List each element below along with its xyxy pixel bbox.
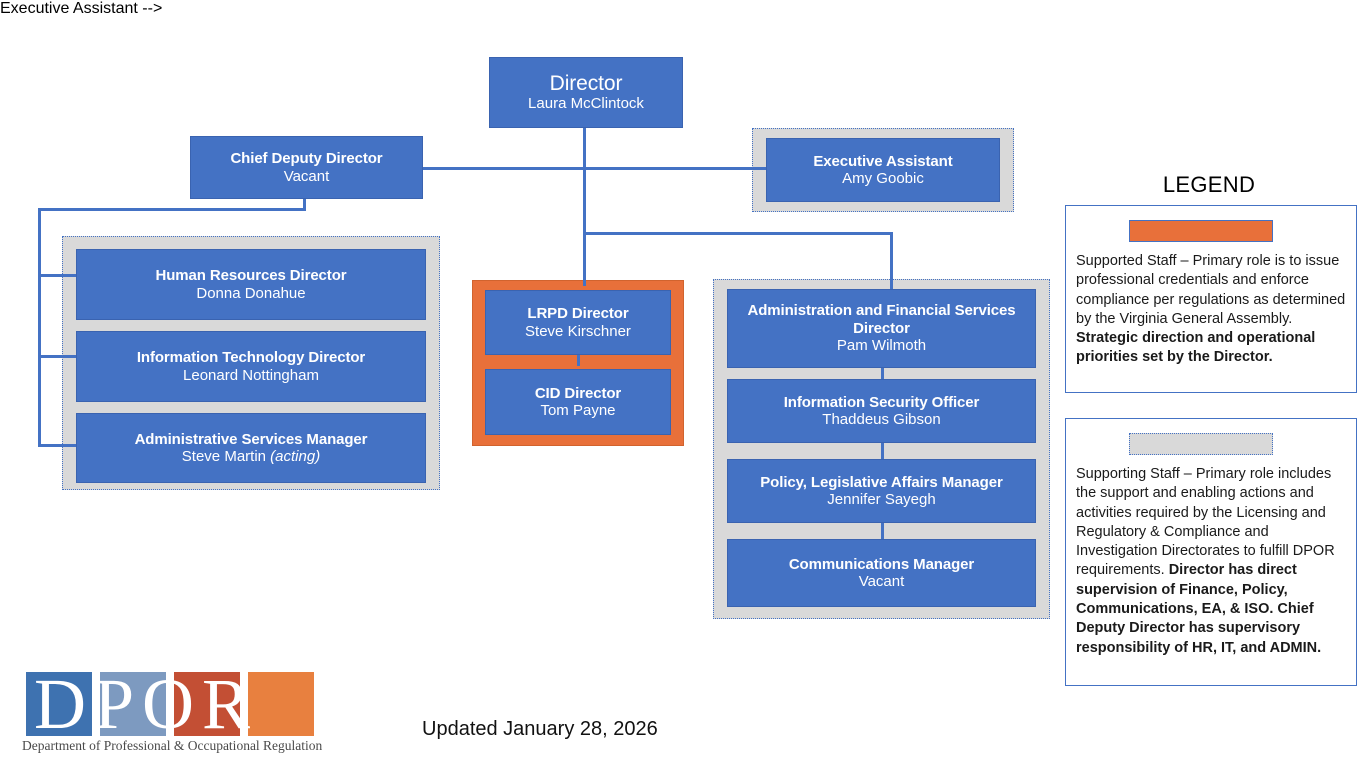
legend-title: LEGEND [1162, 172, 1256, 197]
node-chief-deputy-director-title: Chief Deputy Director [230, 150, 383, 168]
node-policy-legislative-affairs-manager-name: Jennifer Sayegh [827, 491, 936, 508]
node-information-technology-director-title: Information Technology Director [136, 349, 366, 367]
legend-card-supported-staff: Supported Staff – Primary role is to iss… [1065, 205, 1357, 393]
node-policy-legislative-affairs-manager[interactable]: Policy, Legislative Affairs Manager Jenn… [727, 459, 1036, 523]
connector-cdd-spine-vertical [38, 208, 41, 447]
connector-director-peer-row [422, 167, 770, 170]
dpor-logo: DPOR Department of Professional & Occupa… [22, 668, 323, 760]
dpor-logo-tile-o [174, 672, 240, 736]
connector-branch-it [38, 355, 78, 358]
node-lrpd-director[interactable]: LRPD Director Steve Kirschner [485, 290, 671, 355]
node-information-technology-director[interactable]: Information Technology Director Leonard … [76, 331, 426, 402]
node-administration-financial-services-director-name: Pam Wilmoth [836, 337, 927, 355]
legend-swatch-supported-staff [1129, 220, 1273, 242]
updated-date-label: Updated January 28, 2026 [422, 718, 658, 740]
node-director-name: Laura McClintock [528, 95, 644, 113]
connector-lrpd-cid-stub [577, 350, 580, 366]
node-cid-director[interactable]: CID Director Tom Payne [485, 369, 671, 435]
node-lrpd-director-name: Steve Kirschner [525, 322, 631, 340]
connector-director-to-afs-horizontal [583, 232, 893, 235]
dpor-logo-tile-p [100, 672, 166, 736]
node-human-resources-director[interactable]: Human Resources Director Donna Donahue [76, 249, 426, 320]
dpor-logo-tile-d [26, 672, 92, 736]
node-information-security-officer[interactable]: Information Security Officer Thaddeus Gi… [727, 379, 1036, 443]
node-administration-financial-services-director-title: Administration and Financial Services Di… [747, 302, 1016, 337]
node-chief-deputy-director[interactable]: Chief Deputy Director Vacant [190, 136, 423, 199]
connector-cdd-stub [303, 199, 306, 211]
node-policy-legislative-affairs-manager-title: Policy, Legislative Affairs Manager [760, 473, 1003, 491]
connector-afs-iso-stub [881, 363, 884, 379]
connector-iso-policy-stub [881, 443, 884, 459]
node-administrative-services-manager-name: Steve Martin (acting) [181, 448, 321, 465]
connector-cdd-spine-top [38, 208, 306, 211]
node-executive-assistant-name: Amy Goobic [842, 170, 924, 187]
node-administration-financial-services-director[interactable]: Administration and Financial Services Di… [727, 289, 1036, 368]
legend-swatch-supporting-staff [1129, 433, 1273, 455]
dpor-logo-tile-r [248, 672, 314, 736]
legend-text-supporting-staff: Supporting Staff – Primary role includes… [1076, 466, 1335, 656]
node-lrpd-director-title: LRPD Director [527, 305, 629, 323]
connector-director-to-afs-vertical [890, 232, 893, 290]
node-human-resources-director-title: Human Resources Director [155, 267, 347, 285]
node-information-security-officer-title: Information Security Officer [783, 393, 980, 411]
connector-branch-hr [38, 274, 78, 277]
connector-policy-comms-stub [881, 523, 884, 539]
legend-card-supporting-staff: Supporting Staff – Primary role includes… [1065, 418, 1357, 686]
node-communications-manager-title: Communications Manager [788, 555, 975, 573]
node-director-title: Director [549, 72, 623, 96]
dpor-logo-tiles: DPOR [22, 668, 314, 740]
node-communications-manager[interactable]: Communications Manager Vacant [727, 539, 1036, 607]
node-chief-deputy-director-name: Vacant [283, 167, 330, 185]
legend-text-supported-staff: Supported Staff – Primary role is to iss… [1076, 253, 1346, 366]
node-executive-assistant-title: Executive Assistant [813, 152, 953, 170]
node-administrative-services-manager-title: Administrative Services Manager [134, 430, 368, 448]
node-cid-director-name: Tom Payne [540, 402, 616, 419]
connector-branch-admin [38, 444, 78, 447]
node-communications-manager-name: Vacant [858, 573, 905, 590]
node-executive-assistant[interactable]: Executive Assistant Amy Goobic [766, 138, 1000, 202]
legend-text-supporting-staff-bold: Director has direct supervision of Finan… [1076, 562, 1322, 656]
dpor-logo-tagline: Department of Professional & Occupationa… [22, 738, 323, 753]
node-director[interactable]: Director Laura McClintock [489, 57, 683, 128]
node-information-security-officer-name: Thaddeus Gibson [822, 411, 941, 428]
node-human-resources-director-name: Donna Donahue [196, 284, 306, 302]
legend-text-supported-staff-bold: Strategic direction and operational prio… [1076, 330, 1316, 366]
node-cid-director-title: CID Director [534, 384, 622, 402]
connector-director-trunk [583, 128, 586, 286]
node-information-technology-director-name: Leonard Nottingham [183, 366, 319, 384]
node-administrative-services-manager[interactable]: Administrative Services Manager Steve Ma… [76, 413, 426, 483]
acting-qualifier: (acting) [270, 448, 321, 465]
